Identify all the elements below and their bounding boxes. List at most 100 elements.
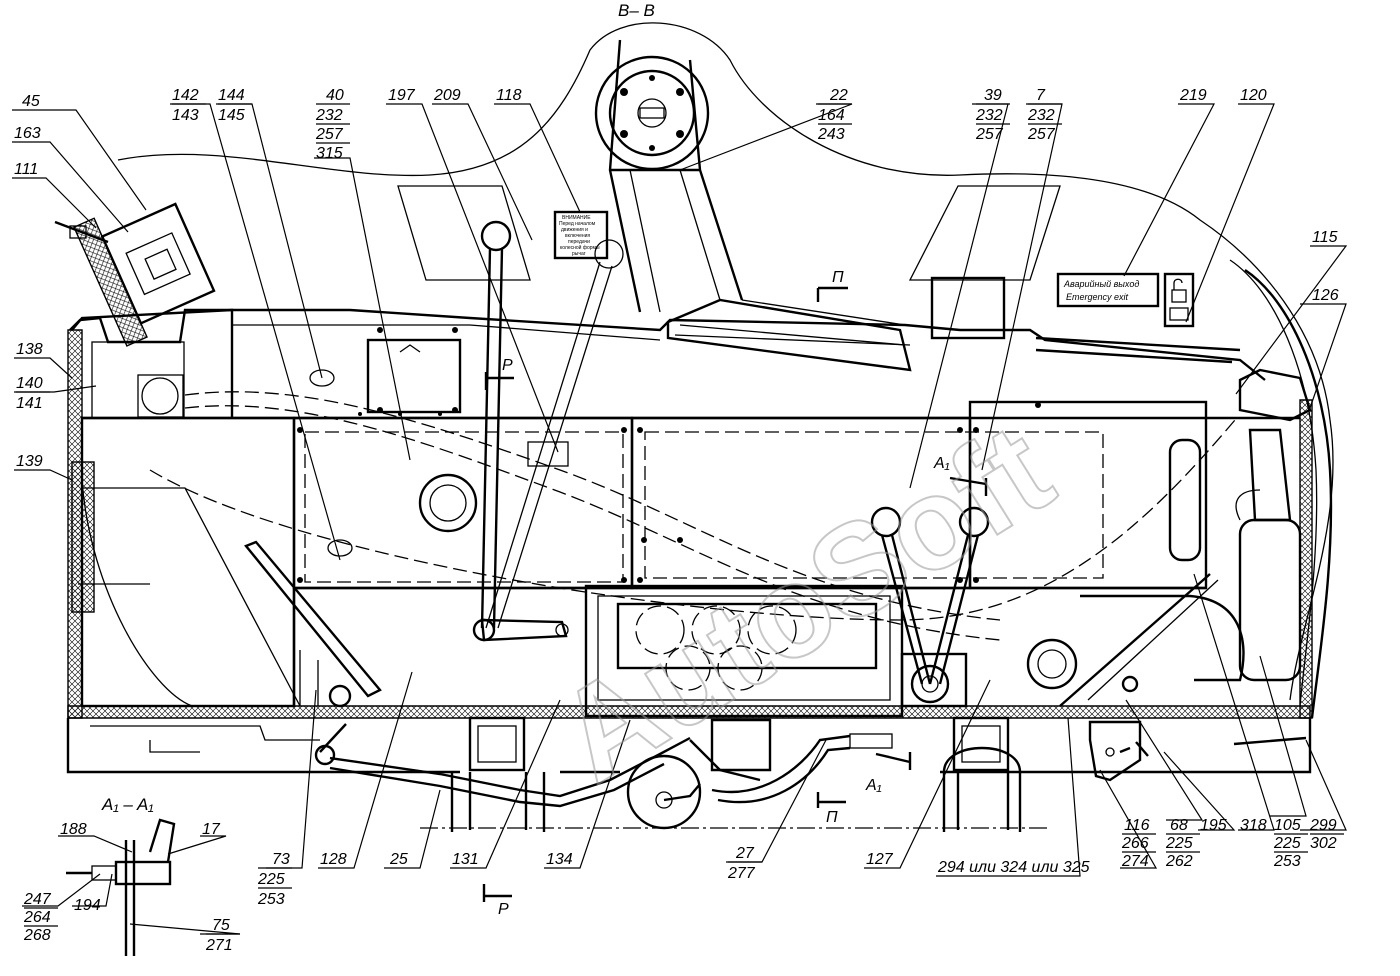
front-box-port: [141, 377, 179, 415]
rear-drain-299: [1233, 736, 1307, 746]
turret-arm: [608, 39, 744, 313]
pedal-rod-25-lower: [329, 762, 665, 808]
u-bolt-left: [450, 772, 546, 832]
callout-73-l1: 225: [257, 871, 285, 888]
rear-bracket-bolt: [1105, 747, 1115, 757]
callout-75-l1: 271: [205, 937, 233, 954]
callout-144-l1: 145: [218, 107, 245, 124]
warning-line-0: ВНИМАНИЕ: [562, 215, 591, 221]
callout-299-l1: 302: [1310, 835, 1337, 852]
left-mount-139: [71, 461, 95, 613]
callout-68-l2: 262: [1165, 853, 1193, 870]
callout-7-l0: 7: [1036, 87, 1046, 104]
callout-75-l0: 75: [212, 917, 230, 934]
callout-139-l0: 139: [16, 453, 43, 470]
warning-line-4: передачи: [568, 239, 590, 245]
rear-body-inner: [1229, 259, 1318, 707]
lever-pivot: [472, 618, 496, 642]
rear-tank-neck: [1235, 489, 1261, 521]
callout-73-l2: 253: [257, 891, 285, 908]
callout-27-l1: 277: [727, 865, 756, 882]
section-mark-p-bottom: П: [816, 792, 846, 826]
callout-22-l0: 22: [829, 87, 848, 104]
callout-163-l0: 163: [14, 125, 41, 142]
pedal-plate: [244, 540, 382, 698]
rear-upper-rail: [1035, 336, 1241, 364]
emergency-lock-icon: [1163, 272, 1195, 328]
ceiling-inner-line: [232, 324, 911, 346]
warning-line-5: колесной формы: [560, 244, 600, 251]
section-mark-p-bottom-label: П: [826, 809, 838, 826]
section-mark-a1-top-label: A₁: [933, 455, 950, 472]
lever-pivot-arm: [480, 618, 568, 642]
hidden-bay-2: [644, 431, 1104, 579]
hidden-curve-long: [149, 419, 1236, 621]
left-diagonal-b: [81, 479, 193, 707]
callout-118-l0: 118: [496, 87, 522, 104]
callout-underlines: [16, 103, 1344, 935]
callout-209-l0: 209: [433, 87, 461, 104]
callouts: 45 163 111 142 143 144 145 40 232 257 31…: [14, 87, 1339, 954]
callout-188-l0: 188: [60, 821, 87, 838]
callout-17-l0: 17: [202, 821, 221, 838]
callout-299-l0: 299: [1309, 817, 1337, 834]
front-box-inner: [137, 374, 184, 418]
underfloor-outline: [66, 718, 1312, 774]
window-left: [397, 185, 531, 281]
center-left-panel: [292, 416, 634, 590]
section-mark-r-bottom: Р: [482, 884, 512, 918]
callout-68-l0: 68: [1170, 817, 1188, 834]
callout-105-l2: 253: [1273, 853, 1301, 870]
warning-line-6: рычаг: [572, 251, 586, 257]
callout-7-l1: 232: [1027, 107, 1055, 124]
callout-247-l1: 264: [23, 909, 51, 926]
emergency-exit-sign-ru: Аварийный выход: [1063, 279, 1139, 289]
lever-knob-197: [480, 220, 512, 252]
callout-138-l0: 138: [16, 341, 43, 358]
callout-40-l3: 315: [316, 145, 343, 162]
break-line-outline: [117, 22, 1334, 701]
brake-drum: [626, 754, 702, 830]
callout-116-l2: 274: [1121, 853, 1149, 870]
section-mark-a1-bottom-label: A₁: [865, 777, 882, 794]
underfloor-profile: [90, 725, 320, 753]
front-seat-block: [69, 308, 234, 418]
brake-hose-27-b: [717, 746, 851, 804]
rear-tank: [1238, 518, 1302, 682]
brake-cylinder: [710, 718, 772, 772]
emergency-exit-sign-en: Emergency exit: [1066, 292, 1129, 302]
hatch-handle: [399, 344, 421, 353]
u-bolt-right: [942, 746, 1022, 832]
rear-cylinder: [1168, 438, 1202, 562]
callout-128-l0: 128: [320, 851, 347, 868]
small-window: [527, 441, 569, 467]
section-mark-a1-top: A₁: [933, 455, 988, 496]
callout-318-l0: 318: [1240, 817, 1267, 834]
callout-134-l0: 134: [546, 851, 573, 868]
control-lever-right: [928, 534, 980, 685]
callout-40-l1: 232: [315, 107, 343, 124]
front-rod-111: [54, 220, 109, 244]
rear-duct: [1248, 428, 1292, 522]
callout-116-l1: 266: [1121, 835, 1149, 852]
callout-127-l0: 127: [866, 851, 894, 868]
rear-window-plate: [930, 276, 1006, 340]
leader-lines: [12, 103, 1348, 935]
warning-line-2: движения и: [561, 227, 588, 233]
callout-247-l0: 247: [23, 891, 52, 908]
lever-rod-209-knob: [594, 239, 624, 269]
callout-25-l0: 25: [389, 851, 408, 868]
callout-219-l0: 219: [1179, 87, 1207, 104]
callout-39-l1: 232: [975, 107, 1003, 124]
control-knob-right: [958, 506, 990, 538]
callout-40-l2: 257: [315, 126, 344, 143]
detail-a1-title: A₁ – A₁: [101, 795, 154, 814]
callout-115-l0: 115: [1312, 229, 1338, 246]
lever-rod-209: [485, 261, 613, 629]
left-diagonal-a: [82, 487, 301, 707]
watermark: AutoSoft: [533, 395, 1076, 810]
engine-box-inner: [597, 595, 891, 701]
callout-144-l0: 144: [218, 87, 245, 104]
warning-line-3: включения: [565, 233, 590, 239]
